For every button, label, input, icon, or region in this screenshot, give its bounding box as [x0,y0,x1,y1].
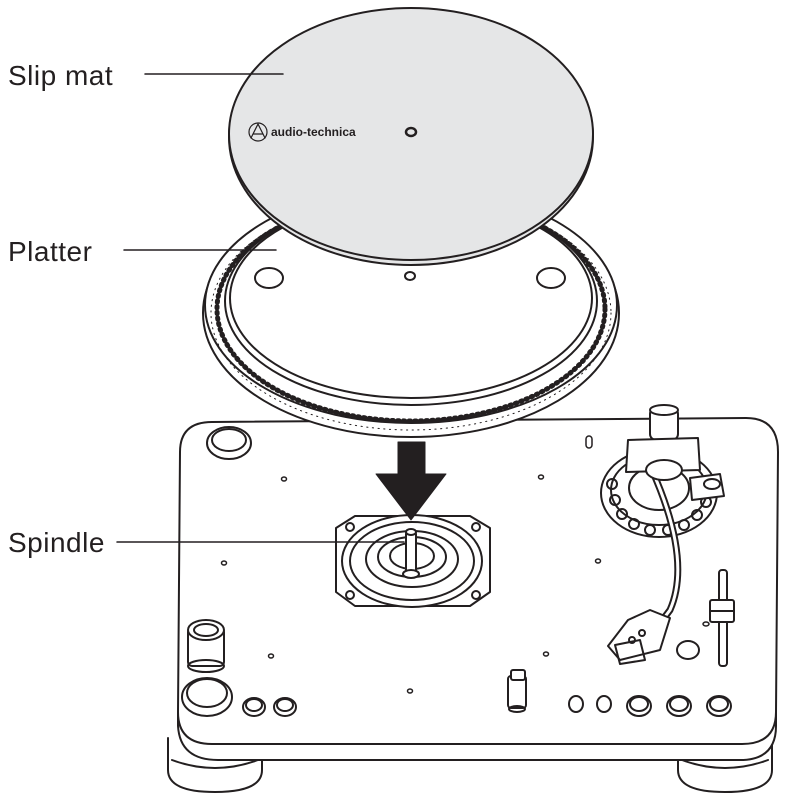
turntable-base [167,404,779,793]
callout-lines [116,73,405,543]
slip-mat: audio-technica [228,7,594,266]
slip-mat-wordmark: audio-technica [271,125,356,139]
speed-buttons [242,697,297,717]
platter-hole-right [536,267,566,289]
screw-holes [220,435,602,694]
spindle [402,528,420,579]
platter-hole-left [254,267,284,289]
slip-mat-center-hole [404,126,418,138]
start-stop-button [181,677,233,717]
platter-center-hole [404,271,416,281]
front-controls [568,695,732,717]
audio-technica-logo-icon [248,122,268,142]
callout-label-spindle: Spindle [8,527,105,558]
pitch-knob [187,619,225,673]
tonearm [607,404,725,665]
platter [202,186,620,438]
target-light [206,426,252,460]
callout-label-platter: Platter [8,236,93,267]
stylus-lamp [507,669,527,713]
install-direction-arrow [375,441,447,521]
callout-label-slip-mat: Slip mat [8,60,114,91]
pitch-slider [709,569,735,667]
cue-button [676,640,700,660]
